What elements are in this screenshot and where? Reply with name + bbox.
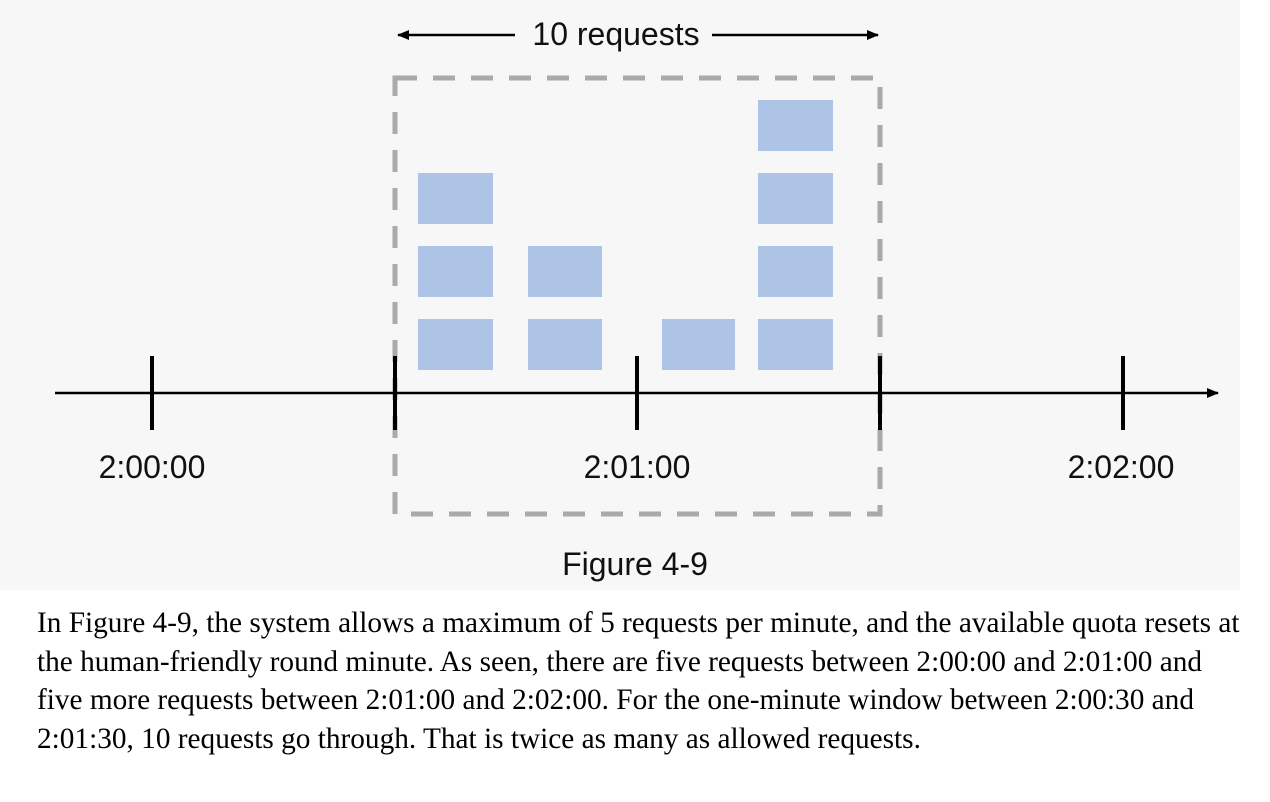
request-block bbox=[528, 246, 602, 297]
request-block bbox=[758, 100, 833, 151]
request-blocks bbox=[418, 100, 833, 370]
request-block bbox=[662, 319, 735, 370]
request-block bbox=[528, 319, 602, 370]
request-block bbox=[418, 246, 493, 297]
window-label: 10 requests bbox=[532, 16, 699, 52]
window-annotation: 10 requests bbox=[397, 16, 879, 52]
body-paragraph: In Figure 4-9, the system allows a maxim… bbox=[37, 607, 1240, 755]
sliding-window-border bbox=[392, 75, 883, 517]
time-axis: 2:00:00 2:01:00 2:02:00 bbox=[55, 356, 1219, 485]
figure-panel bbox=[0, 0, 1240, 590]
request-block bbox=[418, 173, 493, 224]
rate-limit-window-diagram: 10 requests 2:00:00 2:01:00 2:02:00 bbox=[55, 16, 1219, 517]
time-label-2-00-00: 2:00:00 bbox=[99, 449, 206, 485]
time-label-2-02-00: 2:02:00 bbox=[1068, 449, 1175, 485]
request-block bbox=[418, 319, 493, 370]
figure-caption: Figure 4-9 bbox=[562, 546, 708, 582]
request-block bbox=[758, 319, 833, 370]
request-block bbox=[758, 246, 833, 297]
time-label-2-01-00: 2:01:00 bbox=[584, 449, 691, 485]
request-block bbox=[758, 173, 833, 224]
